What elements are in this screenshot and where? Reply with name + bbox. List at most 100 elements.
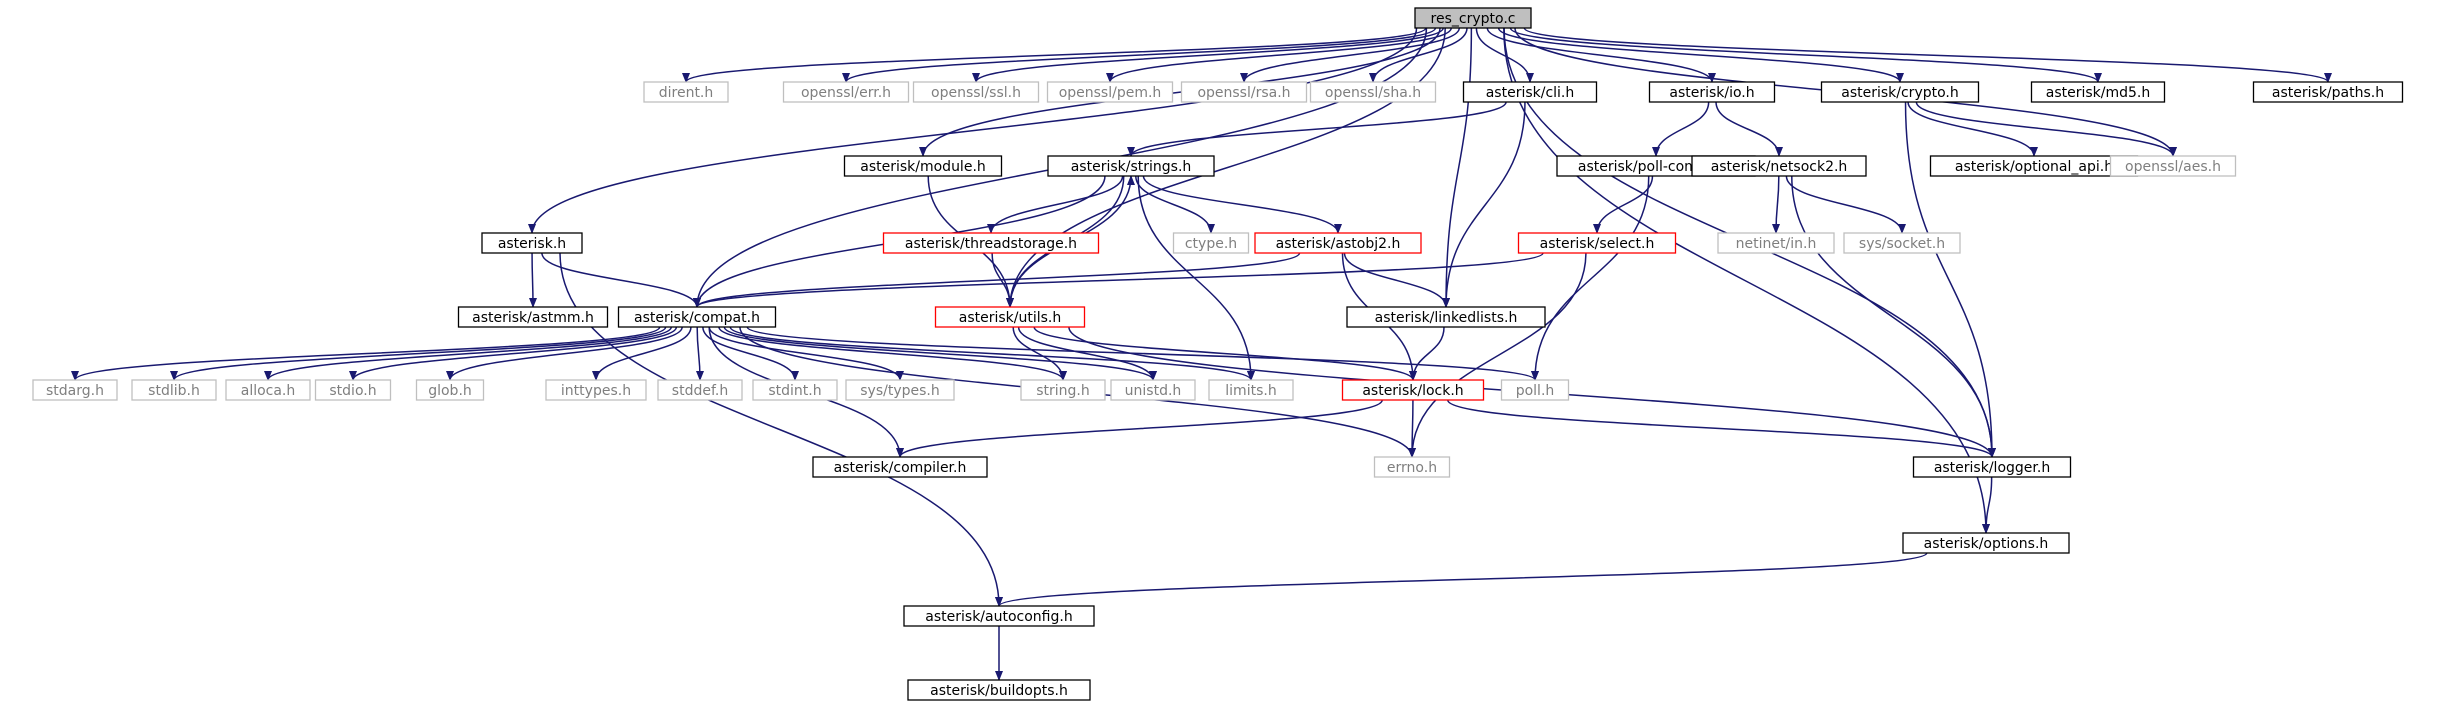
node-pem[interactable]: openssl/pem.h — [1046, 81, 1174, 103]
node-systypes[interactable]: sys/types.h — [845, 379, 955, 401]
node-astmm[interactable]: asterisk/astmm.h — [457, 306, 609, 328]
node-stdint[interactable]: stdint.h — [752, 379, 838, 401]
edge-pollcompat-to-select — [1593, 175, 1654, 234]
node-md5[interactable]: asterisk/md5.h — [2030, 81, 2166, 103]
node-lock[interactable]: asterisk/lock.h — [1341, 379, 1485, 401]
node-ssl[interactable]: openssl/ssl.h — [912, 81, 1040, 103]
node-options[interactable]: asterisk/options.h — [1902, 532, 2070, 554]
node-buildopts[interactable]: asterisk/buildopts.h — [907, 679, 1091, 701]
node-sha[interactable]: openssl/sha.h — [1309, 81, 1437, 103]
edge-utils-to-unistd — [1017, 326, 1157, 381]
node-poll[interactable]: poll.h — [1500, 379, 1570, 401]
edge-res-crypto-to-utils — [1006, 27, 1446, 308]
edge-compat-to-stdint — [702, 326, 799, 381]
edge-io-to-pollcompat — [1652, 101, 1710, 157]
node-box — [415, 379, 485, 401]
node-inttypes[interactable]: inttypes.h — [545, 379, 647, 401]
node-box — [1902, 532, 2070, 554]
node-box — [1517, 232, 1677, 254]
edge-lock-to-compiler — [896, 399, 1383, 458]
node-label: openssl/aes.h — [2125, 159, 2221, 175]
node-box — [752, 379, 838, 401]
node-ctype[interactable]: ctype.h — [1172, 232, 1250, 254]
node-label: asterisk/md5.h — [2046, 85, 2151, 101]
node-utils[interactable]: asterisk/utils.h — [934, 306, 1086, 328]
node-rsa[interactable]: openssl/rsa.h — [1180, 81, 1308, 103]
node-label: glob.h — [428, 383, 472, 399]
node-box — [314, 379, 392, 401]
edge-asterisk-h-to-autoconfig — [559, 252, 1003, 607]
edge-compat-to-poll — [746, 326, 1539, 381]
node-box — [457, 306, 609, 328]
node-netsock2[interactable]: asterisk/netsock2.h — [1691, 155, 1867, 177]
node-limits[interactable]: limits.h — [1208, 379, 1294, 401]
edge-astobj2-to-linkedlists — [1343, 252, 1450, 308]
node-astobj2[interactable]: asterisk/astobj2.h — [1254, 232, 1422, 254]
node-threadstorage[interactable]: asterisk/threadstorage.h — [882, 232, 1100, 254]
node-label: errno.h — [1387, 460, 1437, 476]
node-aes[interactable]: openssl/aes.h — [2109, 155, 2237, 177]
edge-crypto-to-aes — [1915, 101, 2177, 157]
node-cli[interactable]: asterisk/cli.h — [1462, 81, 1598, 103]
node-stdio[interactable]: stdio.h — [314, 379, 392, 401]
node-stdarg[interactable]: stdarg.h — [32, 379, 118, 401]
node-stddef[interactable]: stddef.h — [657, 379, 743, 401]
node-crypto[interactable]: asterisk/crypto.h — [1820, 81, 1980, 103]
node-glob[interactable]: glob.h — [415, 379, 485, 401]
node-box — [812, 456, 988, 478]
edge-compat-to-alloca — [264, 326, 673, 381]
node-netinet[interactable]: netinet/in.h — [1717, 232, 1835, 254]
node-module[interactable]: asterisk/module.h — [843, 155, 1003, 177]
edge-res-crypto-to-paths — [1523, 27, 2332, 83]
edge-utils-to-lock — [1033, 326, 1417, 381]
edge-crypto-to-logger — [1904, 101, 1996, 458]
node-stdlib[interactable]: stdlib.h — [131, 379, 217, 401]
node-compat[interactable]: asterisk/compat.h — [617, 306, 777, 328]
node-box — [1912, 456, 2072, 478]
edge-strings-to-threadstorage — [987, 175, 1124, 234]
node-box — [1843, 232, 1961, 254]
node-label: asterisk/threadstorage.h — [905, 236, 1077, 252]
node-dirent[interactable]: dirent.h — [643, 81, 729, 103]
node-compiler[interactable]: asterisk/compiler.h — [812, 456, 988, 478]
node-box — [1820, 81, 1980, 103]
node-optional-api[interactable]: asterisk/optional_api.h — [1929, 155, 2139, 177]
edge-strings-to-astobj2 — [1142, 175, 1342, 234]
edge-res-crypto-to-err — [842, 27, 1437, 83]
node-res-crypto[interactable]: res_crypto.c — [1414, 7, 1532, 29]
node-io[interactable]: asterisk/io.h — [1648, 81, 1776, 103]
edge-compat-to-limits — [729, 326, 1255, 381]
node-label: stdarg.h — [46, 383, 104, 399]
edge-compat-to-string — [718, 326, 1067, 381]
node-label: dirent.h — [659, 85, 714, 101]
node-string[interactable]: string.h — [1020, 379, 1106, 401]
node-label: asterisk/io.h — [1669, 85, 1754, 101]
node-errno[interactable]: errno.h — [1373, 456, 1451, 478]
node-label: asterisk/options.h — [1924, 536, 2049, 552]
edge-res-crypto-to-rsa — [1240, 27, 1461, 83]
node-label: stdint.h — [768, 383, 821, 399]
node-box — [1373, 456, 1451, 478]
edge-compat-to-stdlib — [170, 326, 667, 381]
node-box — [882, 232, 1100, 254]
node-syssocket[interactable]: sys/socket.h — [1843, 232, 1961, 254]
node-select[interactable]: asterisk/select.h — [1517, 232, 1677, 254]
edge-compat-to-glob — [446, 326, 683, 381]
node-label: asterisk/astobj2.h — [1276, 236, 1401, 252]
node-err[interactable]: openssl/err.h — [782, 81, 910, 103]
node-asterisk-h[interactable]: asterisk.h — [481, 232, 583, 254]
node-box — [1110, 379, 1196, 401]
node-strings[interactable]: asterisk/strings.h — [1047, 155, 1215, 177]
edge-netsock2-to-syssocket — [1785, 175, 1906, 234]
node-unistd[interactable]: unistd.h — [1110, 379, 1196, 401]
node-label: stdlib.h — [148, 383, 200, 399]
node-linkedlists[interactable]: asterisk/linkedlists.h — [1346, 306, 1546, 328]
edge-options-to-autoconfig — [995, 552, 1928, 607]
node-label: asterisk/logger.h — [1934, 460, 2050, 476]
node-paths[interactable]: asterisk/paths.h — [2252, 81, 2404, 103]
node-alloca[interactable]: alloca.h — [225, 379, 311, 401]
node-logger[interactable]: asterisk/logger.h — [1912, 456, 2072, 478]
node-box — [1309, 81, 1437, 103]
node-box — [845, 379, 955, 401]
node-autoconfig[interactable]: asterisk/autoconfig.h — [903, 605, 1095, 627]
